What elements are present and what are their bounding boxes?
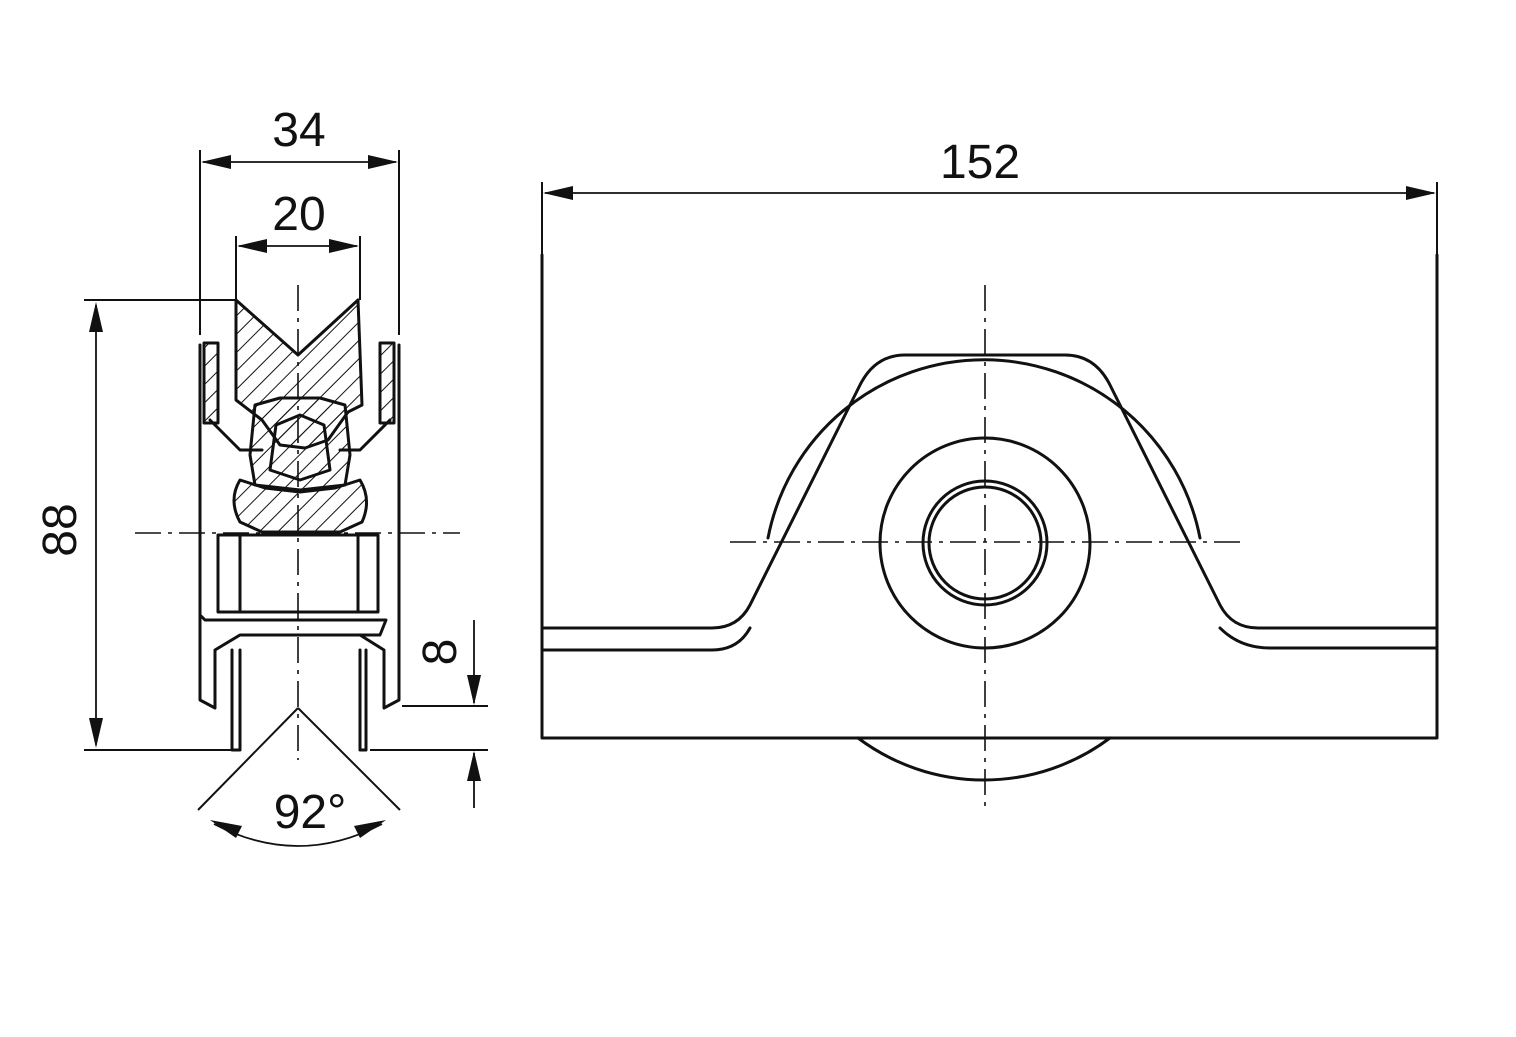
bracket-plate-right [358, 343, 401, 710]
side-section-view: 88 34 20 8 92° [34, 104, 488, 847]
dim-label-height: 88 [34, 503, 87, 556]
bracket-profile [540, 353, 1439, 630]
bracket-tab-left [208, 418, 264, 452]
arrow-34-right [368, 155, 398, 169]
axle-sleeve [216, 533, 380, 614]
housing-outline [540, 253, 1439, 740]
arrow-20-right [329, 239, 359, 253]
bearing-section [248, 396, 352, 492]
bracket-lower-flange [540, 626, 1439, 652]
arrow-angle-left [210, 820, 242, 838]
bottom-leg-left [230, 648, 242, 752]
bracket-lip-left [202, 341, 220, 425]
arrow-8-top [467, 675, 481, 705]
bearing-inner-ring [268, 413, 332, 482]
dim-label-length: 152 [940, 136, 1020, 189]
arrow-8-bottom [467, 751, 481, 781]
arrow-88-bottom [89, 718, 103, 748]
arrow-20-left [237, 239, 267, 253]
arrow-34-left [201, 155, 231, 169]
wheel-lower-arc [856, 736, 1112, 782]
angle-leg-right [297, 707, 401, 811]
dim-label-base-thickness: 8 [414, 639, 467, 666]
bracket-plate-left [198, 343, 388, 710]
dim-label-groove-width: 20 [272, 188, 325, 241]
arrow-88-top [89, 302, 103, 332]
axle-outer-circle [921, 479, 1049, 607]
wheel-section-lower [232, 478, 368, 534]
bracket-tab-right [338, 418, 392, 452]
wheel-upper-arc [766, 358, 1202, 540]
bracket-lip-right [378, 341, 396, 425]
arrow-152-right [1406, 186, 1436, 200]
arrow-152-left [543, 186, 573, 200]
angle-leg-left [197, 707, 299, 811]
arrow-angle-right [354, 820, 386, 838]
front-view: 152 [540, 136, 1439, 812]
bottom-leg-right [358, 648, 368, 752]
dim-label-groove-angle: 92° [274, 786, 347, 839]
dim-label-side-width: 34 [272, 104, 325, 157]
